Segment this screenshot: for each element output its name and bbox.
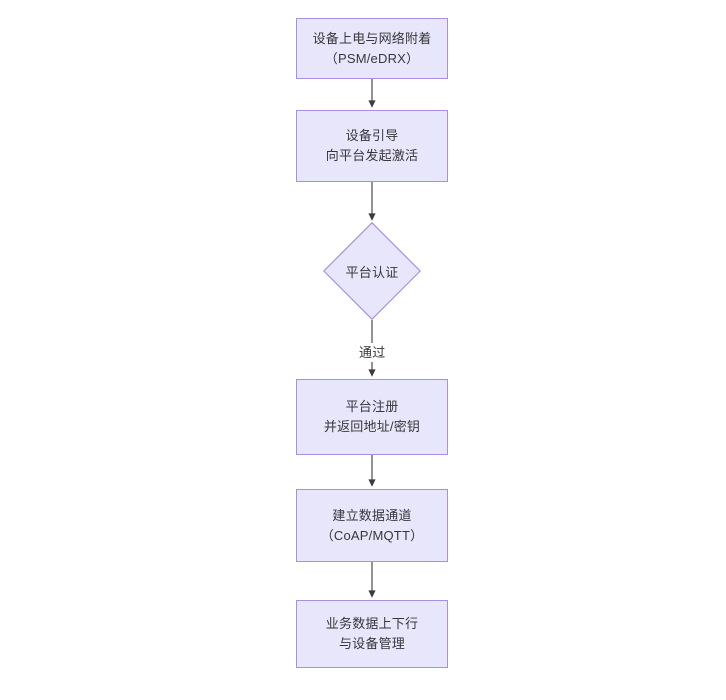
node-line: 与设备管理 [338,636,405,651]
node-line: 设备引导 [345,128,399,143]
node-line: （CoAP/MQTT） [320,527,424,543]
node-line: 建立数据通道 [332,507,412,523]
flow-node-platform-register[interactable]: 平台注册 并返回地址/密钥 [296,379,448,455]
node-line: 向平台发起激活 [325,148,419,163]
edge-label-pass: 通过 [356,343,389,362]
node-line: 平台认证 [345,264,399,280]
flow-node-business-data[interactable]: 业务数据上下行 与设备管理 [296,600,448,668]
diamond-shape-icon [323,222,421,320]
node-line: 并返回地址/密钥 [323,419,421,434]
flow-node-device-power-on[interactable]: 设备上电与网络附着 （PSM/eDRX） [296,18,448,79]
node-line: 业务数据上下行 [325,616,419,631]
flow-node-data-channel[interactable]: 建立数据通道 （CoAP/MQTT） [296,489,448,562]
node-line: 平台注册 [345,399,399,414]
node-line: （PSM/eDRX） [324,50,420,66]
node-line: 设备上电与网络附着 [312,30,432,46]
flow-node-platform-auth[interactable]: 平台认证 [323,222,421,320]
flow-node-device-bootstrap[interactable]: 设备引导 向平台发起激活 [296,110,448,182]
